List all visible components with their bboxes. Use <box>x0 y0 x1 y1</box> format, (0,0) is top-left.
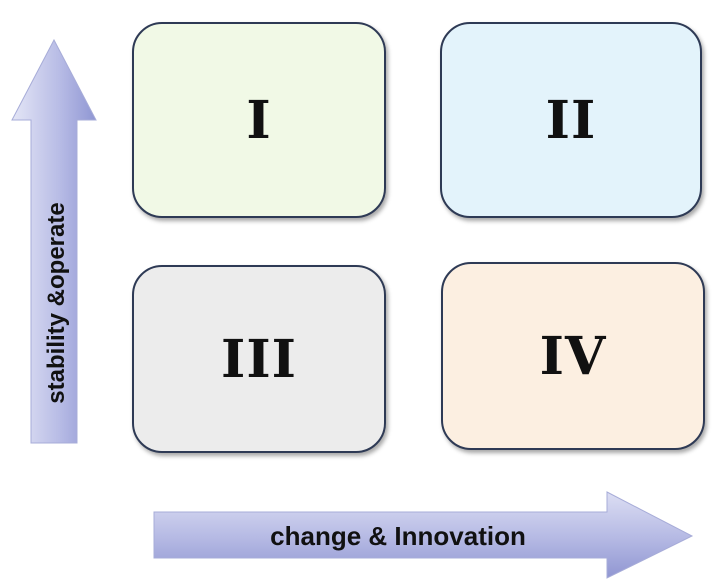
vertical-arrow-shape <box>11 38 97 444</box>
quadrant-ii: II <box>440 22 702 218</box>
quadrant-iii: III <box>132 265 386 453</box>
quadrant-label: III <box>221 328 297 390</box>
quadrant-label: IV <box>539 325 607 387</box>
horizontal-axis-arrow: change & Innovation <box>153 491 694 579</box>
vertical-axis-arrow: stability &operate <box>11 38 97 444</box>
vertical-axis-label: stability &operate <box>43 202 70 403</box>
quadrant-label: I <box>246 89 272 151</box>
quadrant-i: I <box>132 22 386 218</box>
horizontal-arrow-shape <box>153 491 694 579</box>
quadrant-iv: IV <box>441 262 705 450</box>
horizontal-axis-label: change & Innovation <box>270 521 526 551</box>
quadrant-label: II <box>545 89 597 151</box>
